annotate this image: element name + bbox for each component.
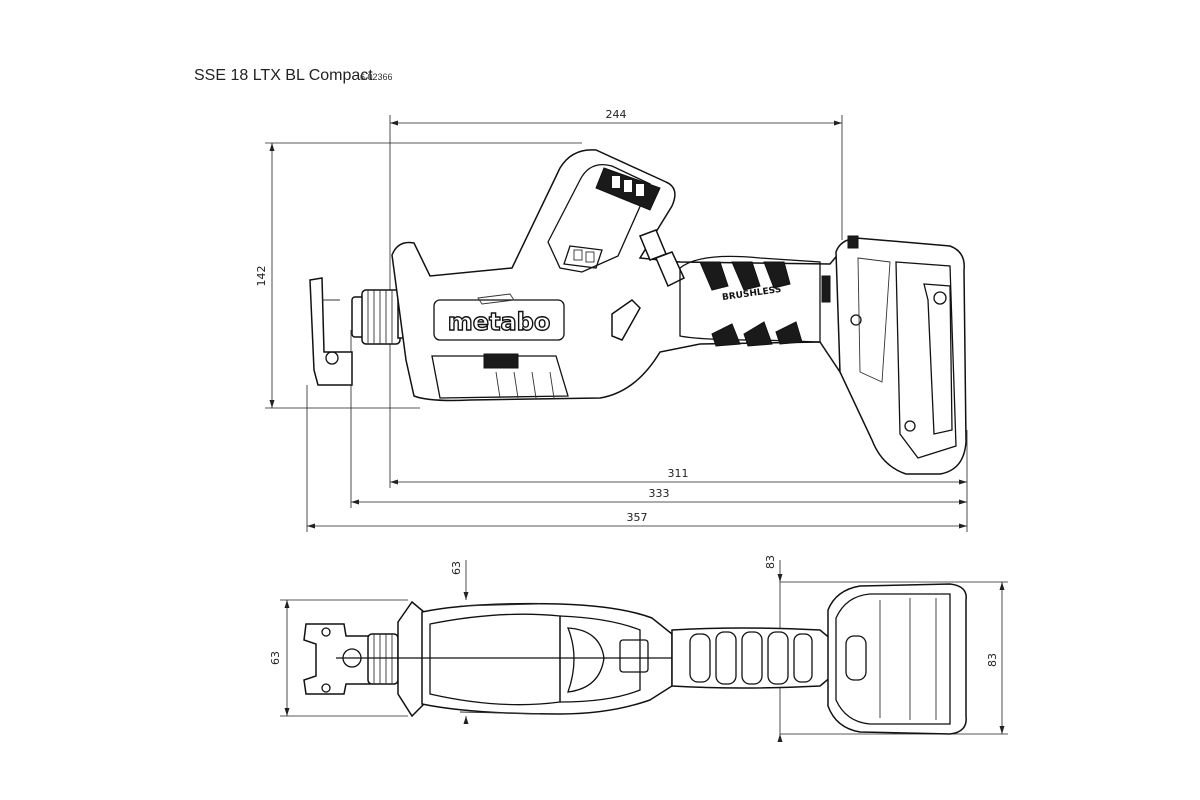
- dim-label-244: 244: [606, 108, 627, 121]
- dim-label-right-83: 83: [986, 653, 999, 667]
- dim-label-311: 311: [668, 467, 689, 480]
- top-view-housing: [421, 602, 673, 715]
- top-view-nose: [397, 600, 425, 718]
- blade-shoe: [309, 277, 353, 386]
- dim-label-body-63: 63: [450, 561, 463, 575]
- dim-label-357: 357: [627, 511, 648, 524]
- dim-label-left-63: 63: [269, 651, 282, 665]
- top-view-blade-clamp: [303, 623, 371, 695]
- dim-top-view-left-63: 63: [269, 599, 408, 717]
- saw-body: metabo BRUSHLESS: [391, 149, 841, 402]
- model-title: SSE 18 LTX BL Compact: [194, 67, 373, 84]
- dim-label-142: 142: [255, 266, 268, 287]
- dim-label-333: 333: [649, 487, 670, 500]
- dim-top-244: 244: [389, 108, 843, 255]
- top-view-handle: [671, 627, 833, 689]
- top-view-battery: [827, 583, 967, 735]
- top-view: 63 63 83 83: [269, 555, 1008, 742]
- dim-height-142: 142: [255, 142, 582, 409]
- dim-top-view-right-83: 83: [780, 581, 1008, 735]
- dim-357: 357: [306, 385, 967, 532]
- dim-top-view-body-63: 63: [450, 560, 469, 724]
- side-view: 244 142 311 333: [255, 108, 968, 532]
- brand-logo: metabo: [448, 308, 551, 336]
- top-view-collar: [367, 633, 399, 685]
- order-number: 6.02366: [360, 72, 393, 82]
- battery-pack: [835, 235, 967, 475]
- dim-label-battery-83: 83: [764, 555, 777, 569]
